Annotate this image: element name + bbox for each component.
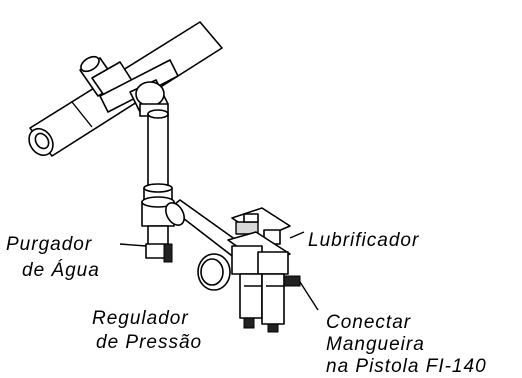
connect-label-line2: Mangueira <box>326 334 425 355</box>
pressure-gauge <box>197 253 231 291</box>
drop-pipe <box>143 109 173 211</box>
connect-label-line1: Conectar <box>326 312 412 333</box>
connect-label-line3: na Pistola FI-140 <box>326 356 487 377</box>
drain-label-line2: de Água <box>22 260 100 281</box>
lubricator-label: Lubrificador <box>308 230 420 251</box>
frl-unit <box>227 207 319 333</box>
drain-assembly <box>119 196 175 263</box>
regulator-label-line1: Regulador <box>92 308 189 329</box>
drain-label-line1: Purgador <box>6 234 93 255</box>
regulator-label-line2: de Pressão <box>96 332 203 353</box>
